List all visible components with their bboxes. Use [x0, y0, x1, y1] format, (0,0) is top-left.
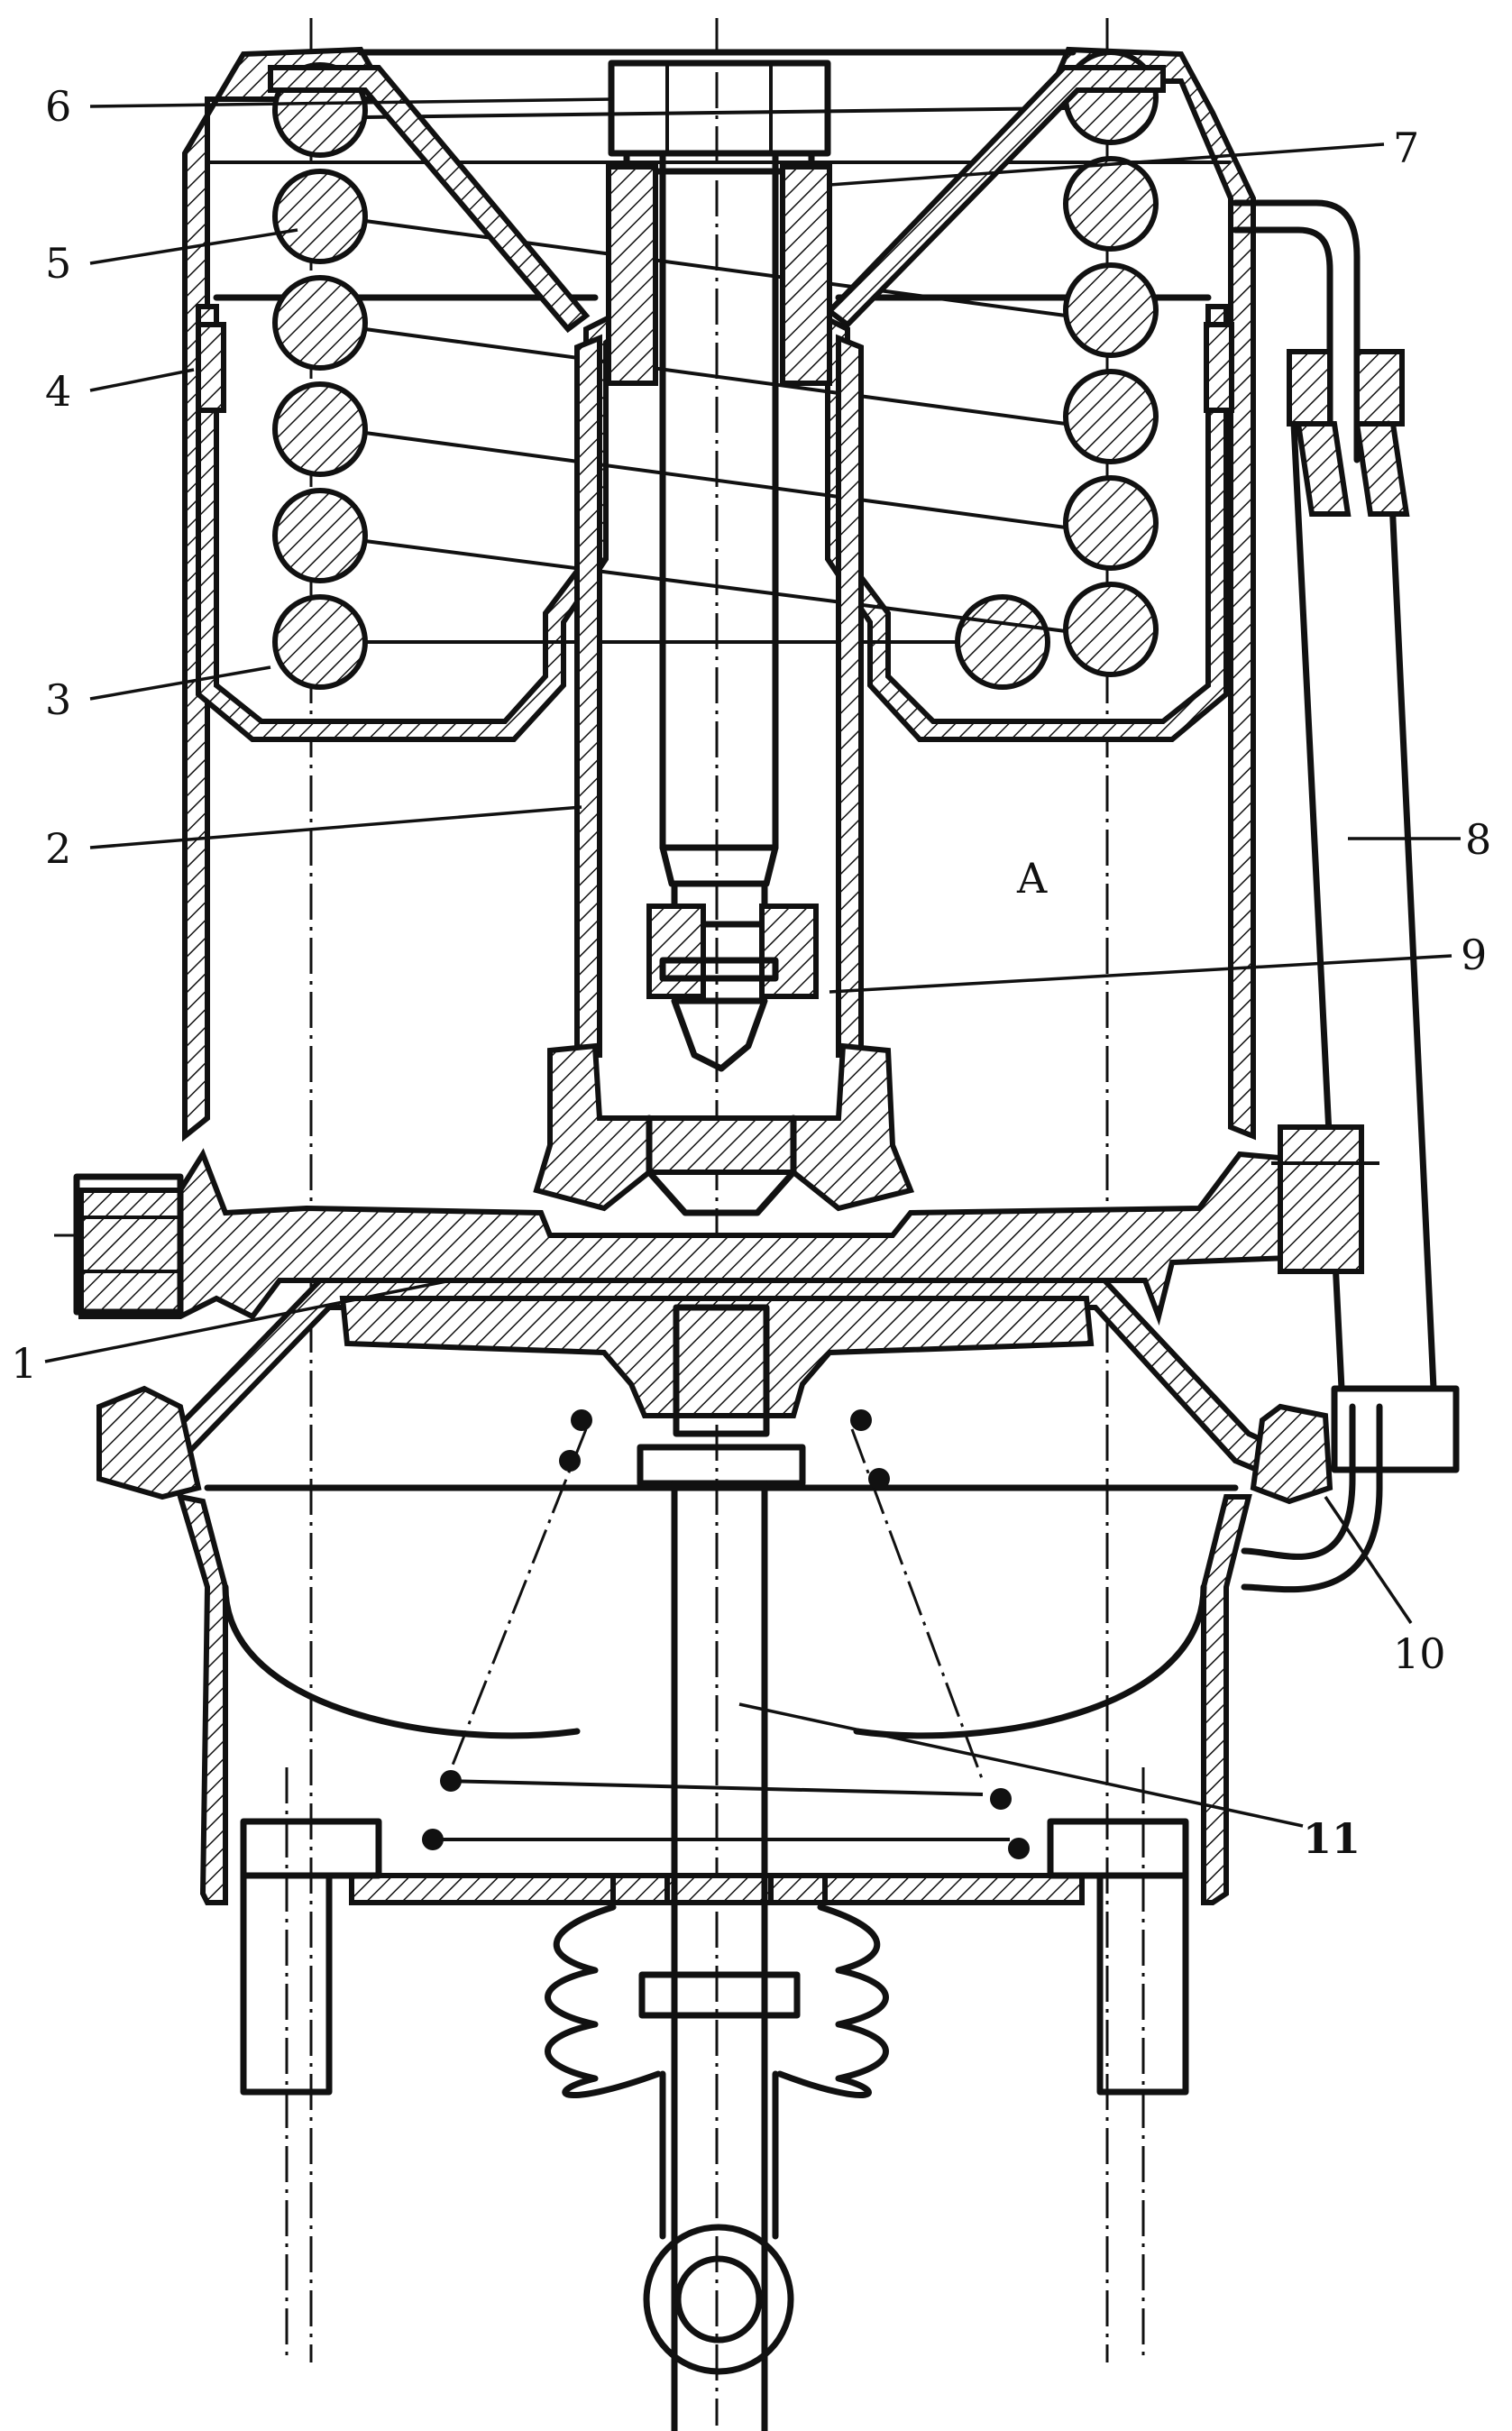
mounting-studs: [240, 1818, 1189, 2096]
piston-seal: [196, 322, 1234, 413]
label-9: 9: [1461, 931, 1487, 979]
part-labels: 6 5 4 3 2 1 7 8 9 10 11 A: [11, 82, 1491, 1863]
guide-bushing: [606, 164, 832, 386]
clamp-ring: [96, 1385, 1333, 1505]
label-6: 6: [45, 82, 71, 131]
piston-tube: [574, 334, 864, 1058]
center-flange: [533, 1042, 915, 1216]
label-11: 11: [1303, 1814, 1361, 1863]
chamber-label-a: A: [1016, 854, 1048, 903]
label-8: 8: [1465, 815, 1491, 864]
pushrod: [637, 1304, 806, 2431]
label-10: 10: [1393, 1629, 1446, 1678]
leader-lines: [44, 97, 1461, 1828]
label-5: 5: [45, 239, 71, 288]
air-line: [1232, 199, 1460, 1593]
label-4: 4: [45, 367, 71, 416]
lower-housing: [176, 1484, 1252, 1905]
label-3: 3: [45, 675, 71, 724]
intermediate-flange: [73, 1148, 1292, 1326]
label-2: 2: [45, 824, 71, 873]
return-spring: [422, 1409, 1030, 1859]
label-7: 7: [1393, 124, 1419, 172]
pressure-plate: [339, 1296, 1095, 1418]
label-1: 1: [11, 1339, 37, 1388]
release-nut: [646, 904, 819, 1072]
boot-bellows: [545, 1873, 889, 2098]
